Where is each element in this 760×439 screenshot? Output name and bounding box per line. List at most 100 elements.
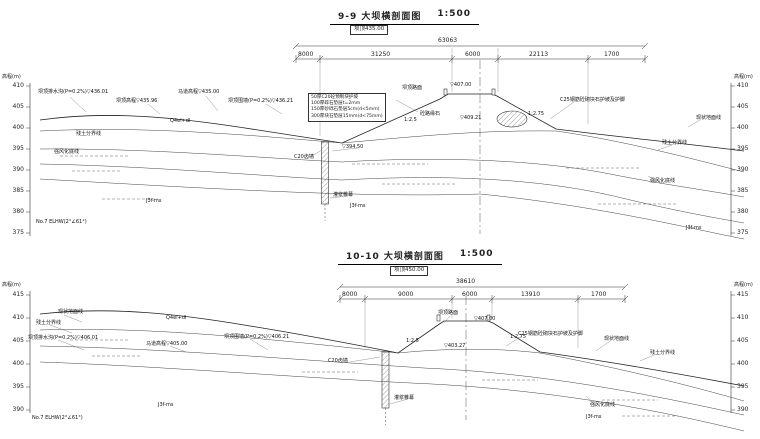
sub-dimension: 8000 xyxy=(342,291,358,298)
layer-note-line: 300厚块石垫层15mm(d<75mm) xyxy=(311,113,383,119)
label-geo-code: Q4el+dl xyxy=(166,315,187,321)
elevation-label: 415 xyxy=(737,291,749,298)
label-rock-code: J3f-ms xyxy=(158,402,174,408)
elevation-label: 400 xyxy=(737,360,749,367)
label-geo-code: Q4el+dl xyxy=(170,118,191,124)
sub-dimension: 31250 xyxy=(371,51,391,58)
sub-dimension: 1700 xyxy=(604,51,620,58)
sub-dimension: 6000 xyxy=(462,291,478,298)
dam-axis-centerline xyxy=(465,60,481,420)
axis-caption: 高程(m) xyxy=(734,282,753,288)
elevation-label: 390 xyxy=(12,166,24,173)
label-grout: 灌浆帷幕 xyxy=(333,192,354,198)
label-rock-code: J3f-ms xyxy=(350,203,366,209)
label-berm-elev: 马道高程▽435.00 xyxy=(178,89,220,95)
label-rock-code: J3f-ms xyxy=(146,198,162,204)
total-dimension: 63063 xyxy=(438,37,458,44)
axis-caption: 高程(m) xyxy=(2,282,21,288)
elevation-label: 410 xyxy=(12,82,24,89)
label-berm-elev: 马道高程▽405.00 xyxy=(146,341,188,347)
elevation-label: 410 xyxy=(737,314,749,321)
label-crest-elev: ▽407.00 xyxy=(450,82,472,88)
sub-dimension: 22113 xyxy=(529,51,549,58)
total-dimension: 38610 xyxy=(456,278,476,285)
elevation-label: 395 xyxy=(737,145,749,152)
elevation-label: 380 xyxy=(12,208,24,215)
elevation-label: 390 xyxy=(12,406,24,413)
label-rock-code: J3f-ms xyxy=(686,225,702,231)
section-title-10-10: 10-10 大坝横剖面图 1:500 xyxy=(338,249,502,265)
crest-elevation-box: 坝顶435.00 xyxy=(350,25,389,35)
elevation-label: 405 xyxy=(737,337,749,344)
label-parapet: 坝顶围墙(P=0.2%)▽406.21 xyxy=(224,334,290,340)
dashed-strata-lines xyxy=(60,155,678,417)
layer-note-line: 50厚C20砼预制块护坡 xyxy=(311,95,359,100)
label-surface-right: 现状地面线 xyxy=(604,336,630,342)
grout-curtain-line xyxy=(324,204,386,425)
elevation-label: 405 xyxy=(12,337,24,344)
sub-dimension: 6000 xyxy=(465,51,481,58)
label-pavement: 坝顶路面 xyxy=(438,310,459,316)
label-weathered-right: 强风化底线 xyxy=(590,402,616,408)
elevation-label: 375 xyxy=(12,229,24,236)
label-residual-left: 残土分界线 xyxy=(36,320,62,326)
label-curb-elev: ▽409.21 xyxy=(460,115,482,121)
label-surface-left: 现状地面线 xyxy=(58,309,84,315)
elevation-label: 395 xyxy=(12,383,24,390)
label-slope: 1:2.5 xyxy=(406,338,419,344)
crest-parapets xyxy=(436,88,496,322)
label-drain-ditch: 坝顶排水沟(P=0.2%)▽406.01 xyxy=(28,335,99,341)
elevation-label: 400 xyxy=(737,124,749,131)
label-curb: 砼路缘石 xyxy=(420,111,441,117)
geology-boundaries xyxy=(39,129,745,432)
label-cutoff-elev: ▽394.50 xyxy=(342,144,364,150)
label-slope: 1:2.75 xyxy=(528,111,544,117)
sub-dimension: 8000 xyxy=(298,51,314,58)
elevation-label: 400 xyxy=(12,360,24,367)
title-text: 9-9 大坝横剖面图 xyxy=(338,12,422,22)
label-residual-right: 残土分界线 xyxy=(662,140,688,146)
surface-profiles xyxy=(39,93,745,387)
label-toe-wall: C20齿墙 xyxy=(328,358,348,364)
elevation-label: 385 xyxy=(12,187,24,194)
revetment-layers-note: 50厚C20砼预制块护坡 100厚碎石垫层t=2mm 150厚砂砾石垫层5cm(… xyxy=(308,93,386,122)
elevation-label: 390 xyxy=(737,406,749,413)
elevation-axes xyxy=(26,83,735,413)
axis-caption: 高程(m) xyxy=(734,74,753,80)
elevation-label: 410 xyxy=(737,82,749,89)
title-scale: 1:500 xyxy=(437,9,472,19)
label-grout: 灌浆帷幕 xyxy=(394,395,415,401)
label-parapet: 坝顶围墙(P=0.2%)▽436.21 xyxy=(228,98,294,104)
crest-elevation-box: 坝顶450.00 xyxy=(390,266,429,276)
sub-dimension: 1700 xyxy=(591,291,607,298)
elevation-label: 405 xyxy=(12,103,24,110)
label-toe-wall: C20齿墙 xyxy=(294,154,314,160)
sub-dimension: 13910 xyxy=(521,291,541,298)
title-scale: 1:500 xyxy=(459,249,494,259)
label-riprap: C25钢筋砼砌块石护坡及护脚 xyxy=(518,331,583,337)
drain-prism xyxy=(496,110,528,128)
axis-caption: 高程(m) xyxy=(2,74,21,80)
label-weathered-left: 强风化底线 xyxy=(54,149,80,155)
cutoff-wall-9-9 xyxy=(321,141,329,205)
elevation-label: 400 xyxy=(12,124,24,131)
label-riprap: C25钢筋砼砌块石护坡及护脚 xyxy=(560,97,625,103)
label-cutoff-elev: ▽403.27 xyxy=(444,343,466,349)
extension-lines xyxy=(319,48,589,348)
label-weathered-right: 强风化底线 xyxy=(650,178,676,184)
label-crest-elev: ▽407.00 xyxy=(474,316,496,322)
elevation-label: 405 xyxy=(737,103,749,110)
cutoff-wall-10-10 xyxy=(381,351,390,409)
elevation-label: 415 xyxy=(12,291,24,298)
label-pavement: 坝顶路面 xyxy=(402,85,423,91)
layer-note-line: 150厚砂砾石垫层5cm(d<5mm) xyxy=(311,107,380,113)
elevation-label: 410 xyxy=(12,314,24,321)
label-residual-right: 残土分界线 xyxy=(650,350,676,356)
section-title-9-9: 9-9 大坝横剖面图 1:500 xyxy=(330,9,480,25)
sub-dimension: 9000 xyxy=(398,291,414,298)
label-fault: No.7 ELHW(2°∠61°) xyxy=(36,219,87,225)
title-text: 10-10 大坝横剖面图 xyxy=(346,252,444,262)
elevation-label: 395 xyxy=(737,383,749,390)
